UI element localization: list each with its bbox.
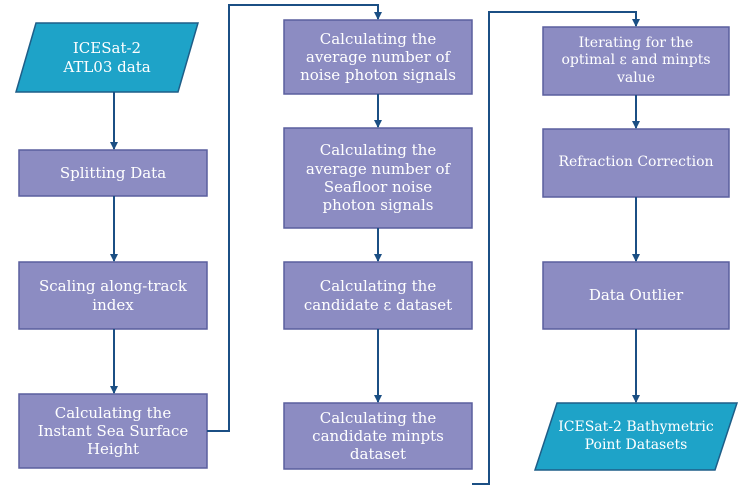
atl03-input-shape: [15, 22, 199, 93]
avg-seafloor-noise-box: [283, 127, 473, 229]
arrow-instant-to-avg-noise: [207, 4, 382, 432]
bathymetric-output-shape: [533, 402, 739, 471]
refraction-correction-box: [542, 128, 730, 198]
avg-noise-signals-box: [283, 19, 473, 95]
arrow-minpts-to-iterating: [472, 11, 640, 485]
splitting-data-box: [18, 149, 208, 197]
candidate-eps-box: [283, 261, 473, 330]
instant-sea-surface-box: [18, 393, 208, 469]
data-outlier-box: [542, 261, 730, 330]
candidate-minpts-box: [283, 402, 473, 470]
scaling-index-box: [18, 261, 208, 330]
iterating-optimal-box: [542, 26, 730, 96]
